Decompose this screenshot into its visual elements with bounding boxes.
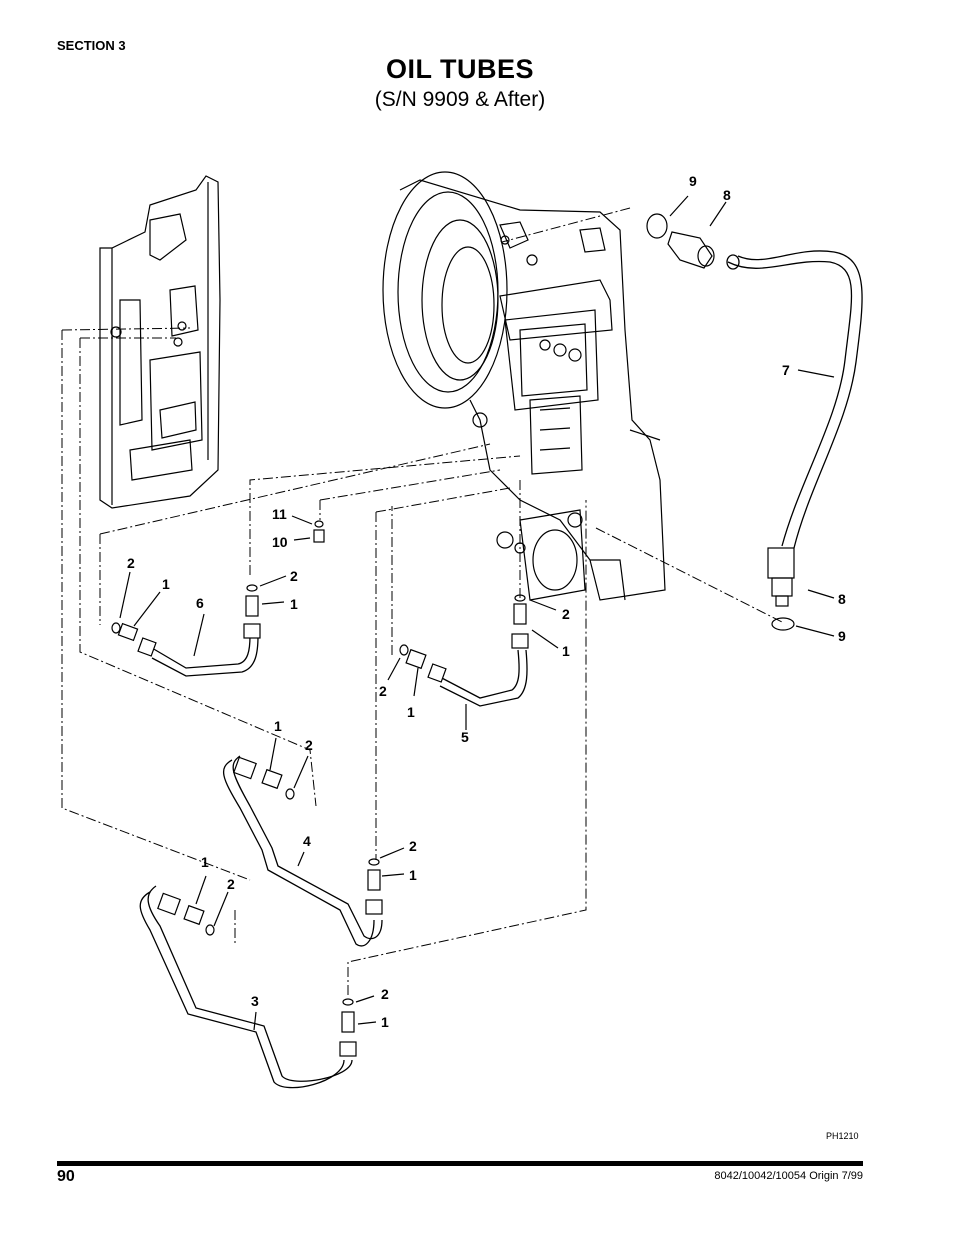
callout-label: 2 bbox=[227, 876, 235, 892]
callout-label: 7 bbox=[782, 362, 790, 378]
engine-housing bbox=[99, 175, 221, 509]
origin-text: 8042/10042/10054 Origin 7/99 bbox=[714, 1170, 863, 1182]
callout-label: 2 bbox=[305, 737, 313, 753]
section-label: SECTION 3 bbox=[57, 38, 126, 53]
callout-label: 8 bbox=[838, 591, 846, 607]
callout-label: 9 bbox=[689, 173, 697, 189]
page-subtitle: (S/N 9909 & After) bbox=[374, 88, 546, 111]
callout-label: 2 bbox=[409, 838, 417, 854]
oring-9-bottom bbox=[771, 617, 795, 631]
callout-label: 2 bbox=[290, 568, 298, 584]
callout-label: 11 bbox=[272, 506, 287, 522]
tube-3 bbox=[139, 885, 353, 1089]
fitting-8-bottom bbox=[767, 547, 795, 607]
page-title: OIL TUBES bbox=[385, 54, 535, 84]
callout-label: 2 bbox=[381, 986, 389, 1002]
callout-label: 9 bbox=[838, 628, 846, 644]
tube-5 bbox=[437, 649, 528, 707]
o-rings bbox=[111, 520, 526, 1006]
callout-label: 3 bbox=[251, 993, 259, 1009]
oring-9-top bbox=[646, 213, 668, 239]
callout-label: 8 bbox=[723, 187, 731, 203]
leader-lines bbox=[61, 207, 783, 995]
callout-label: 5 bbox=[461, 729, 469, 745]
callout-label: 6 bbox=[196, 595, 204, 611]
callout-label: 1 bbox=[162, 576, 170, 592]
callout-label: 1 bbox=[201, 854, 209, 870]
transmission bbox=[382, 171, 666, 601]
footer-rule bbox=[57, 1161, 863, 1166]
fittings bbox=[117, 529, 529, 1057]
callout-label: 2 bbox=[562, 606, 570, 622]
callout-label: 1 bbox=[290, 596, 298, 612]
callout-numbers: 9 8 7 8 9 11 10 2 1 6 2 1 2 1 2 1 5 1 2 … bbox=[127, 173, 846, 1030]
callout-label: 10 bbox=[272, 534, 288, 550]
callout-label: 1 bbox=[407, 704, 415, 720]
callout-leaders bbox=[119, 195, 835, 1031]
callout-label: 1 bbox=[562, 643, 570, 659]
tube-7 bbox=[726, 250, 863, 549]
page-number: 90 bbox=[57, 1168, 75, 1185]
callout-label: 1 bbox=[274, 718, 282, 734]
callout-label: 4 bbox=[303, 833, 311, 849]
figure-code: PH1210 bbox=[826, 1131, 859, 1141]
tube-6 bbox=[151, 635, 259, 677]
callout-label: 2 bbox=[379, 683, 387, 699]
callout-label: 1 bbox=[381, 1014, 389, 1030]
callout-label: 2 bbox=[127, 555, 135, 571]
callout-label: 1 bbox=[409, 867, 417, 883]
fitting-8-top bbox=[667, 231, 715, 269]
tube-4 bbox=[222, 755, 383, 947]
